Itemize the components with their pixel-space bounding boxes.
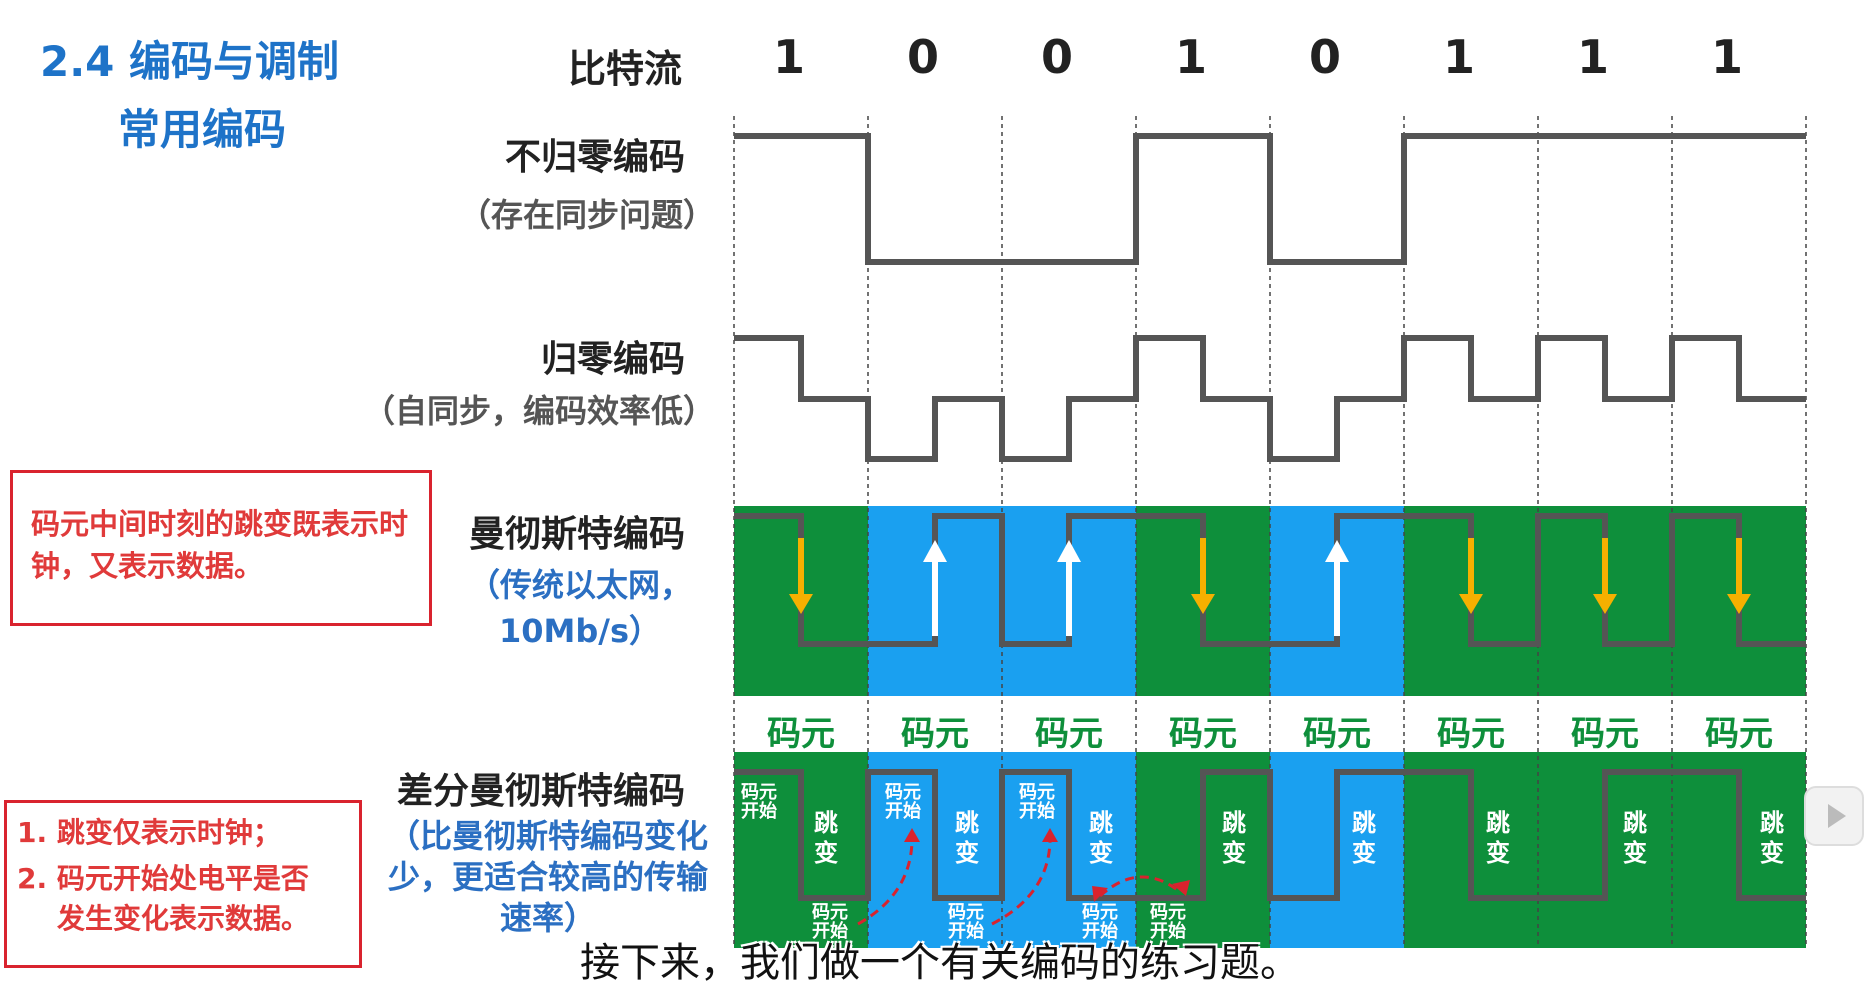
nrz-signal-line (734, 133, 1806, 265)
up-arrow-icon (1325, 540, 1349, 636)
arrowhead-icon (1172, 880, 1190, 896)
unit-label: 码元 (1571, 714, 1639, 754)
unit-start-label: 码元开始 (885, 782, 921, 822)
play-icon (1828, 804, 1846, 828)
jump-label: 跳变 (814, 809, 838, 867)
level-change-arrows (857, 841, 1181, 926)
curved-arrow (857, 841, 914, 926)
jump-label: 跳变 (1352, 809, 1376, 867)
jump-label: 跳变 (1760, 809, 1784, 867)
unit-label: 码元 (767, 714, 835, 754)
curved-arrow (991, 841, 1052, 926)
nrz-title: 不归零编码 (504, 137, 685, 178)
bit-value: 1 (1442, 30, 1475, 84)
rz-note: （自同步，编码效率低） (362, 392, 715, 430)
unit-label: 码元 (1303, 714, 1371, 754)
annotation-text: 2. 码元开始处电平是否 (17, 861, 309, 895)
rz-signal-line (734, 335, 1806, 462)
arrowhead-icon (904, 828, 920, 842)
manchester-title: 曼彻斯特编码 (468, 514, 685, 555)
down-arrow-icon (1191, 538, 1215, 614)
down-arrow-icon (1593, 538, 1617, 614)
page-subtitle: 常用编码 (118, 105, 287, 154)
diff-manchester-annotation-box: 1. 跳变仅表示时钟； 2. 码元开始处电平是否 发生变化表示数据。 (4, 800, 362, 968)
unit-start-label: 码元开始 (741, 782, 777, 822)
rz-title: 归零编码 (540, 339, 685, 380)
annotation-text: 1. 跳变仅表示时钟； (17, 816, 281, 849)
unit-label: 码元 (1035, 714, 1103, 754)
bit-value: 1 (1576, 30, 1609, 84)
unit-label: 码元 (1437, 714, 1505, 754)
bitstream-label: 比特流 (568, 47, 683, 91)
jump-label: 跳变 (1623, 809, 1647, 867)
arrowheads (904, 828, 1190, 902)
up-arrow-icon (1057, 540, 1081, 636)
jump-label: 跳变 (1486, 809, 1510, 867)
nrz-note: （存在同步问题） (458, 196, 715, 234)
unit-start-label: 码元开始 (948, 902, 984, 942)
bit-value: 1 (1710, 30, 1743, 84)
unit-start-label: 码元开始 (1150, 902, 1186, 942)
manchester-note-line: 10Mb/s） (498, 612, 662, 650)
bit-value: 0 (1040, 30, 1073, 84)
arrowhead-icon (1042, 828, 1058, 842)
subtitle-caption: 接下来，我们做一个有关编码的练习题。 (580, 940, 1300, 986)
jump-label: 跳变 (1222, 809, 1246, 867)
bit-value: 0 (906, 30, 939, 84)
up-arrow-icon (923, 540, 947, 636)
unit-label: 码元 (1705, 714, 1773, 754)
down-arrow-icon (789, 538, 813, 614)
play-button[interactable] (1804, 786, 1864, 846)
down-arrow-icon (1459, 538, 1483, 614)
annotation-text: 发生变化表示数据。 (57, 901, 310, 935)
diff-manchester-signal-line (734, 769, 1806, 901)
bit-value: 1 (772, 30, 805, 84)
annotation-text: 码元中间时刻的跳变既表示时钟，又表示数据。 (31, 507, 409, 584)
unit-label: 码元 (1169, 714, 1237, 754)
down-arrow-icon (1727, 538, 1751, 614)
page-title: 2.4 编码与调制 (40, 37, 340, 86)
transition-arrows (789, 538, 1751, 636)
jump-label: 跳变 (1089, 809, 1113, 867)
diff-manchester-note: （比曼彻斯特编码变化少，更适合较高的传输速率） (388, 817, 709, 937)
bit-value: 0 (1308, 30, 1341, 84)
manchester-note: （传统以太网， 10Mb/s） (460, 560, 700, 652)
jump-label: 跳变 (955, 809, 979, 867)
arrowhead-icon (1092, 886, 1108, 902)
curved-arrow (1098, 875, 1181, 898)
bit-value: 1 (1174, 30, 1207, 84)
unit-start-label: 码元开始 (1082, 902, 1118, 942)
unit-label: 码元 (901, 714, 969, 754)
diff-manchester-title: 差分曼彻斯特编码 (396, 771, 685, 812)
manchester-note-line: （传统以太网， (467, 566, 692, 604)
manchester-annotation-box: 码元中间时刻的跳变既表示时钟，又表示数据。 (10, 470, 432, 626)
unit-start-label: 码元开始 (1019, 782, 1055, 822)
unit-start-label: 码元开始 (812, 902, 848, 942)
